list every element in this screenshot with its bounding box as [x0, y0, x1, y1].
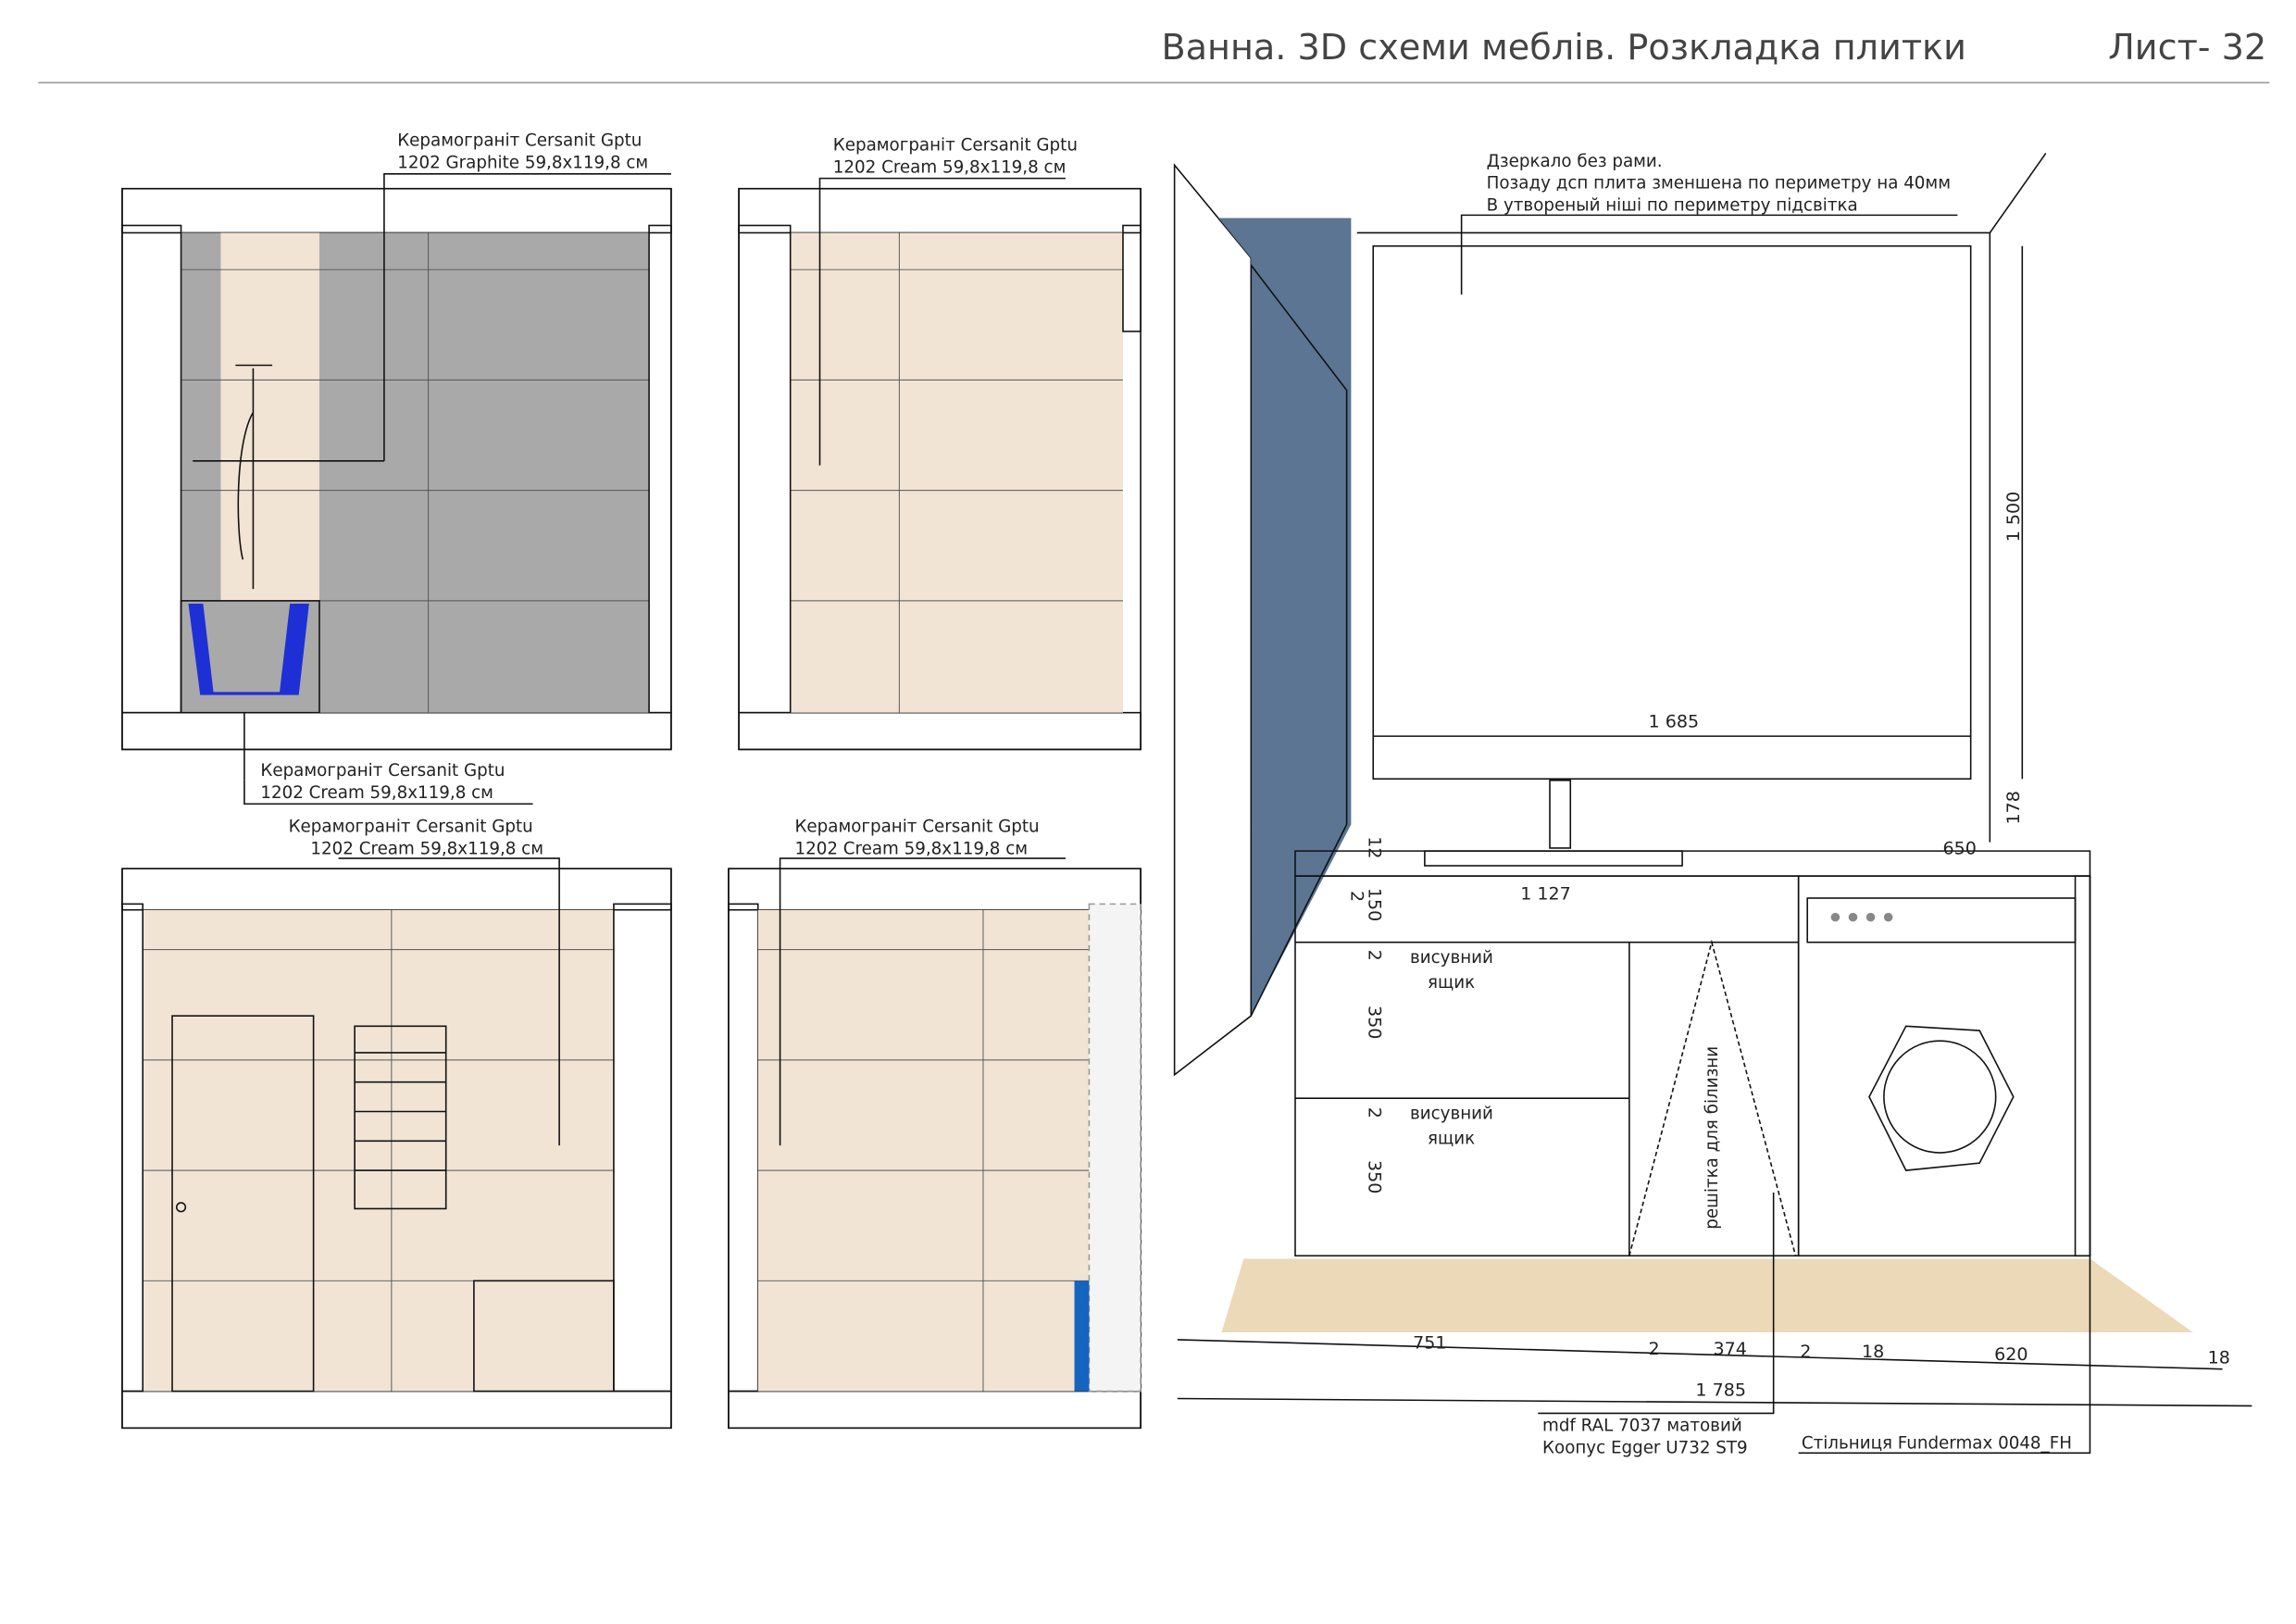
control-buttons-icon — [1830, 912, 1893, 922]
tile-label: 1202 Cream 59,8x119,8 см — [260, 783, 493, 803]
material-note: Стільниця Fundermax 0048_FH — [1802, 1434, 2072, 1454]
washer-door-icon — [1868, 1025, 2015, 1171]
dim-label: 751 — [1413, 1332, 1446, 1353]
dim-label: 12 — [1364, 836, 1384, 858]
towel-rail-icon — [354, 1025, 447, 1210]
tile-label: 1202 Cream 59,8x119,8 см — [833, 157, 1067, 177]
dim-label: 650 — [1942, 838, 1976, 858]
dim-label: 2 — [1364, 950, 1384, 961]
material-note: mdf RAL 7037 матовий — [1542, 1416, 1742, 1435]
washing-machine — [1797, 875, 2091, 1257]
shower-icon — [235, 364, 273, 590]
tile-label: 1202 Cream 59,8x119,8 см — [794, 839, 1028, 858]
dim-label: 2 — [1346, 891, 1366, 902]
drawer-label: ящик — [1428, 1129, 1475, 1148]
dim-label: 178 — [2003, 791, 2024, 824]
elevation-b: Керамограніт Cersanit Gptu 1202 Cream 59… — [738, 135, 1142, 751]
material-note: Коопус Egger U732 ST9 — [1542, 1438, 1748, 1457]
dim-label: 2 — [1364, 1107, 1384, 1118]
dim-label: 150 — [1364, 888, 1384, 921]
dim-label: 18 — [2208, 1347, 2230, 1368]
cabinet — [1294, 875, 1800, 1257]
mirror-note: В утвореный ніші по периметру підсвітка — [1487, 196, 1858, 216]
mirror — [1372, 244, 1972, 781]
dim-label: 350 — [1364, 1006, 1384, 1039]
dim-label: 1 685 — [1649, 712, 1700, 732]
tile-label: Керамограніт Cersanit Gptu — [397, 131, 642, 151]
laundry-label: решітка для білизни — [1703, 1046, 1722, 1230]
tile-label: 1202 Cream 59,8x119,8 см — [310, 839, 543, 858]
elevation-d: Керамограніт Cersanit Gptu 1202 Cream 59… — [728, 817, 1142, 1430]
dim-label: 1 785 — [1695, 1380, 1746, 1400]
dim-label: 18 — [1862, 1342, 1884, 1362]
tile-label: Керамограніт Cersanit Gptu — [794, 817, 1039, 836]
tile-label: Керамограніт Cersanit Gptu — [289, 817, 533, 836]
sheet-title: Ванна. 3D схеми меблів. Розкладка плитки — [1161, 27, 1965, 68]
dim-label: 374 — [1713, 1339, 1746, 1359]
floor — [1221, 1258, 2193, 1332]
drawer-label: ящик — [1428, 973, 1475, 993]
dim-label: 350 — [1364, 1160, 1384, 1193]
elevation-c: Керамограніт Cersanit Gptu 1202 Cream 59… — [121, 817, 672, 1430]
glass-partition — [1173, 163, 1253, 1077]
drawer-label: висувний — [1410, 1104, 1493, 1123]
sheet-number: Лист- 32 — [2108, 27, 2266, 68]
tile-label: 1202 Graphite 59,8x119,8 см — [397, 153, 648, 172]
dim-label: 2 — [1800, 1342, 1811, 1362]
elevation-a: Керамограніт Cersanit Gptu 1202 Graphite… — [121, 131, 672, 806]
door — [171, 1015, 315, 1393]
vanity-3d-view: Дзеркало без рами. Позаду дсп плита змен… — [1173, 152, 2252, 1457]
dim-label: 620 — [1994, 1344, 2028, 1365]
dim-label: 1 127 — [1520, 884, 1571, 905]
faucet-icon — [1549, 780, 1572, 849]
tile-label: Керамограніт Cersanit Gptu — [833, 135, 1078, 155]
drawer-label: висувний — [1410, 948, 1493, 968]
bathtub — [188, 604, 309, 695]
door-handle-icon — [175, 1202, 187, 1213]
dim-label: 2 — [1649, 1339, 1660, 1359]
mirror-note: Дзеркало без рами. — [1487, 152, 1663, 171]
tile-label: Керамограніт Cersanit Gptu — [260, 761, 505, 781]
dim-label: 1 500 — [2003, 492, 2024, 543]
mirror-note: Позаду дсп плита зменшена по периметру н… — [1487, 174, 1951, 194]
